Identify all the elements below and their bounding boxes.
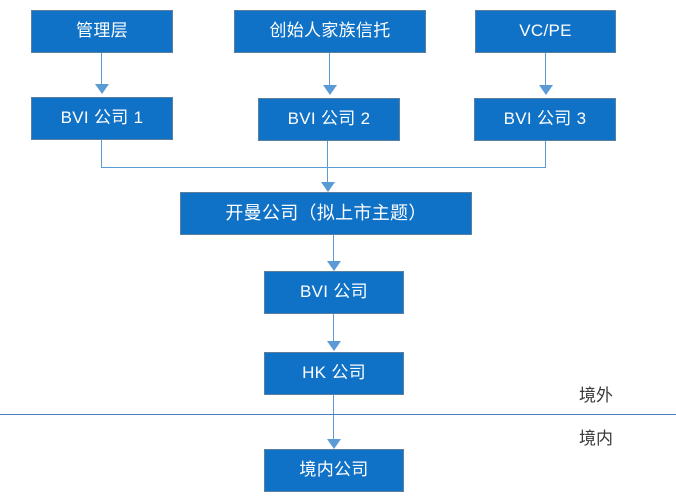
- node-cayman-listing-entity[interactable]: 开曼公司（拟上市主题）: [180, 192, 472, 235]
- connector-vcpe-to-bvi3-line: [545, 53, 546, 85]
- connector-management-to-bvi1-line: [101, 53, 102, 84]
- connector-cayman-to-bvi-line: [333, 235, 334, 261]
- connector-merge-bus: [101, 167, 546, 168]
- node-bvi-company-1[interactable]: BVI 公司 1: [31, 97, 173, 140]
- arrowhead-cayman-to-bvi: [327, 261, 341, 271]
- node-management[interactable]: 管理层: [31, 10, 173, 53]
- arrowhead-bvi-to-hk: [327, 341, 341, 351]
- arrowhead-hk-to-domestic: [327, 439, 341, 449]
- node-domestic-company[interactable]: 境内公司: [264, 449, 404, 492]
- arrowhead-bus-to-cayman: [321, 182, 335, 192]
- connector-bvi3-drop: [545, 141, 546, 168]
- node-vc-pe[interactable]: VC/PE: [475, 10, 616, 53]
- connector-bvi1-drop: [101, 140, 102, 168]
- arrowhead-management-to-bvi1: [95, 84, 109, 94]
- connector-trust-to-bvi2-line: [329, 53, 330, 85]
- region-label-offshore: 境外: [579, 386, 613, 405]
- region-label-onshore: 境内: [579, 429, 613, 448]
- node-founder-family-trust[interactable]: 创始人家族信托: [234, 10, 426, 53]
- node-bvi-company-2[interactable]: BVI 公司 2: [258, 98, 400, 141]
- connector-hk-to-domestic-line: [333, 395, 334, 439]
- border-divider-line: [0, 414, 676, 415]
- connector-bvi2-to-cayman-line: [327, 141, 328, 185]
- connector-bvi-to-hk-line: [333, 314, 334, 341]
- arrowhead-vcpe-to-bvi3: [539, 85, 553, 95]
- node-bvi-company-3[interactable]: BVI 公司 3: [474, 98, 616, 141]
- arrowhead-trust-to-bvi2: [323, 85, 337, 95]
- node-hk-company[interactable]: HK 公司: [264, 352, 404, 395]
- node-bvi-company[interactable]: BVI 公司: [264, 271, 404, 314]
